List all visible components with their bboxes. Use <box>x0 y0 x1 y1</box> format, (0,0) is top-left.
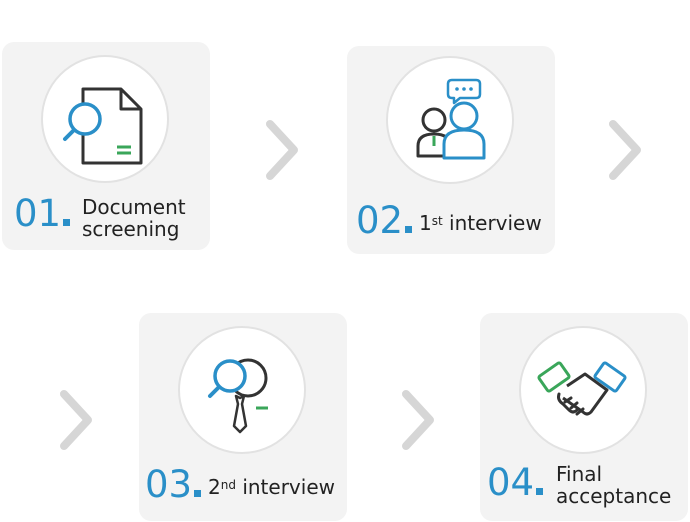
step-card-4: 04 Final acceptance <box>480 313 688 521</box>
step-card-2: 02 1st interview <box>347 46 555 254</box>
step-1-label: Document screening <box>82 195 186 241</box>
step-3-number: 03 <box>145 466 202 503</box>
step-2-label: 1st interview <box>419 211 542 235</box>
step-card-3: 03 2nd interview <box>139 313 347 521</box>
step-4-number: 04 <box>487 464 544 501</box>
step-2-icon-circle <box>386 56 514 184</box>
chevron-right-icon <box>60 390 92 450</box>
step-2-number: 02 <box>356 202 413 239</box>
chevron-right-icon <box>609 120 641 180</box>
document-search-icon <box>63 87 143 165</box>
step-4-icon-circle <box>519 326 647 454</box>
step-1-icon-circle <box>41 55 169 183</box>
step-3-label: 2nd interview <box>208 475 335 499</box>
step-1-number: 01 <box>14 195 71 232</box>
chevron-right-icon <box>402 390 434 450</box>
two-people-chat-icon <box>416 78 486 160</box>
step-card-1: 01 Document screening <box>2 42 210 250</box>
step-3-icon-circle <box>178 326 306 454</box>
magnifier-tie-icon <box>208 358 268 434</box>
step-4-label: Final acceptance <box>556 462 672 508</box>
handshake-icon <box>537 361 627 416</box>
chevron-right-icon <box>266 120 298 180</box>
